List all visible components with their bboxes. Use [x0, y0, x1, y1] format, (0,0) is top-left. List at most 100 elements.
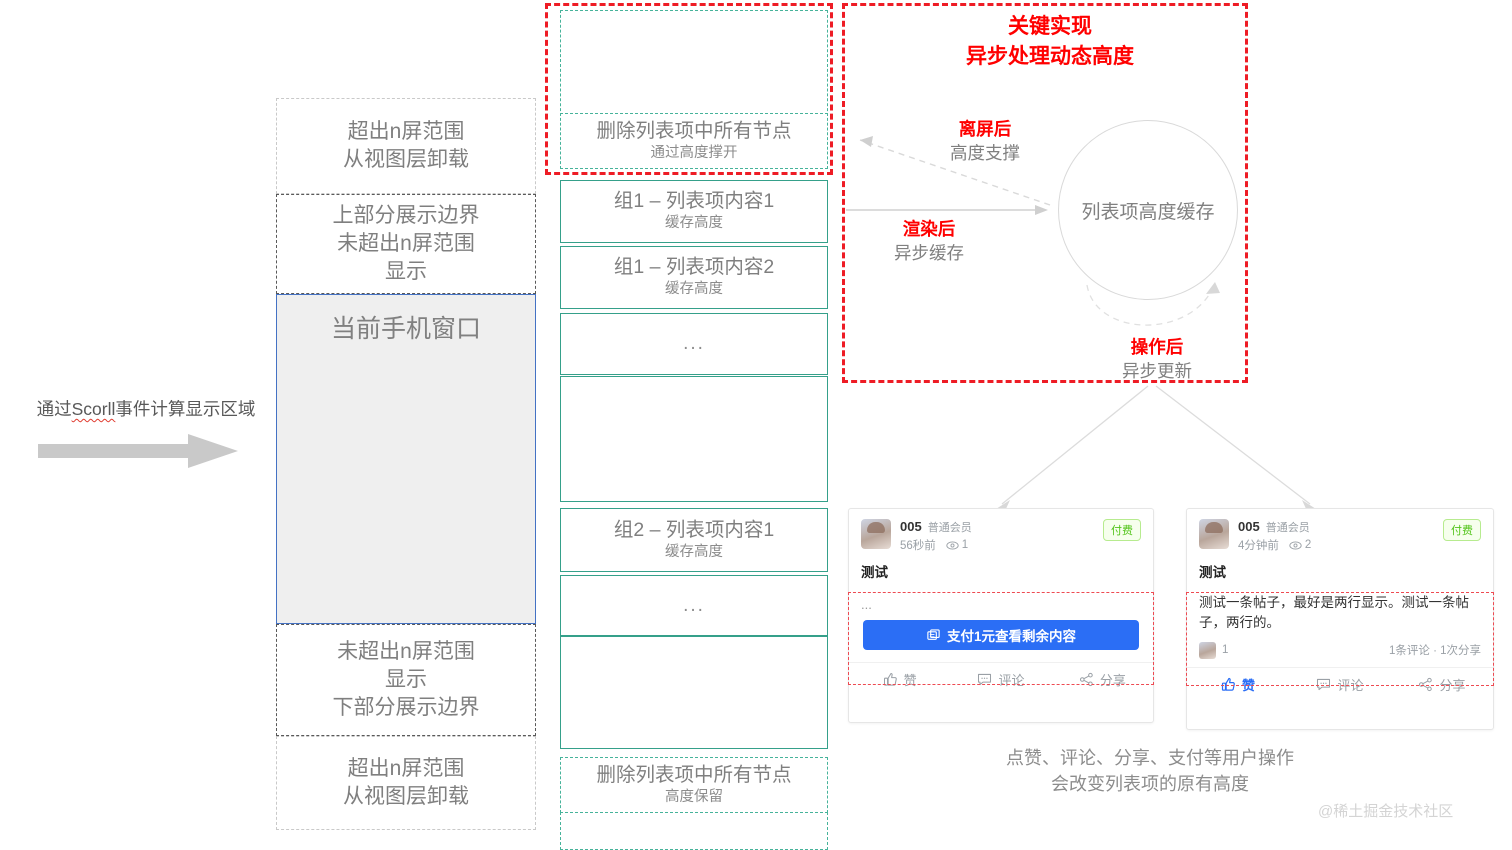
item-line-2: 通过高度撑开	[650, 144, 738, 161]
label-offscreen: 离屏后 高度支撑	[930, 118, 1040, 165]
item-line-2: 高度保留	[665, 788, 723, 805]
scroll-hint-prefix: 通过	[36, 399, 72, 419]
paid-badge: 付费	[1443, 519, 1481, 541]
pay-button-label: 支付1元查看剩余内容	[946, 629, 1076, 644]
card-action-bar: 赞 评论 分享	[1187, 666, 1493, 701]
share-icon	[1079, 672, 1093, 687]
comment-icon	[1317, 678, 1331, 690]
box-line-2: 显示	[385, 259, 427, 283]
paid-badge: 付费	[1103, 519, 1141, 541]
upper-boundary-label: 上部分展示边界	[332, 204, 480, 228]
list-item-placeholder-bottom	[560, 812, 828, 850]
list-item-group2-blank[interactable]	[560, 636, 828, 749]
card-header: 005 普通会员 4分钟前 2 付费	[1187, 509, 1493, 557]
bottom-caption-line-1: 点赞、评论、分享、支付等用户操作	[1006, 748, 1294, 768]
money-icon	[927, 628, 940, 640]
list-item-group1-ellipsis[interactable]: ...	[560, 313, 828, 375]
card-header: 005 普通会员 56秒前 1 付费	[849, 509, 1153, 557]
bottom-caption: 点赞、评论、分享、支付等用户操作 会改变列表项的原有高度	[940, 745, 1360, 797]
label-operate-red: 操作后	[1130, 337, 1184, 357]
item-ellipsis: ...	[683, 333, 705, 354]
username: 005	[1238, 519, 1260, 534]
username: 005	[900, 519, 922, 534]
liker-group: 1	[1199, 641, 1229, 659]
card-meta-row: 56秒前 1	[900, 537, 1103, 553]
item-line-1: 组1 – 列表项内容1	[613, 190, 775, 213]
label-after-operation: 操作后 异步更新	[1102, 336, 1212, 383]
card-user-row: 005 普通会员	[1238, 519, 1443, 535]
label-after-render: 渲染后 异步缓存	[874, 218, 984, 265]
item-line-1: 删除列表项中所有节点	[596, 763, 792, 786]
flow-arrows	[846, 136, 1220, 326]
scroll-hint-misspelled-word: Scorll	[71, 399, 116, 419]
item-line-2: 缓存高度	[665, 215, 723, 232]
post-time: 56秒前	[900, 540, 936, 552]
box-line-1: 未超出n屏范围	[337, 640, 475, 664]
view-count: 1	[961, 539, 969, 551]
list-item-placeholder-top	[560, 10, 828, 116]
scroll-hint-suffix: 事件计算显示区域	[115, 399, 256, 419]
box-line-1: 超出n屏范围	[347, 757, 465, 781]
highlight-box-card-right-content	[1186, 592, 1494, 686]
share-icon	[1419, 677, 1433, 691]
liker-avatar	[1199, 641, 1216, 659]
viewport-box-above-visible: 上部分展示边界 未超出n屏范围 显示	[276, 194, 536, 294]
label-offscreen-gray: 高度支撑	[950, 142, 1020, 163]
item-line-2: 缓存高度	[665, 543, 723, 560]
list-item-group1-content2[interactable]: 组1 – 列表项内容2 缓存高度	[560, 246, 828, 309]
card-header-text: 005 普通会员 56秒前 1	[900, 519, 1103, 553]
avatar	[1199, 519, 1229, 549]
card-title: 测试	[861, 565, 888, 580]
list-item-group1-content1[interactable]: 组1 – 列表项内容1 缓存高度	[560, 180, 828, 243]
viewport-diagram: 超出n屏范围 从视图层卸载 上部分展示边界 未超出n屏范围 显示 当前手机窗口 …	[276, 98, 536, 830]
eye-icon	[1289, 540, 1302, 550]
like-count: 1	[1222, 644, 1229, 656]
viewport-box-below-visible: 未超出n屏范围 显示 下部分展示边界	[276, 624, 536, 736]
height-cache-circle: 列表项高度缓存	[1058, 120, 1238, 300]
post-time: 4分钟前	[1238, 540, 1279, 552]
comment-icon	[978, 673, 992, 686]
item-ellipsis: ...	[683, 594, 705, 616]
box-line-2: 从视图层卸载	[343, 148, 469, 171]
list-item-deleted-retained: 删除列表项中所有节点 高度保留	[560, 757, 828, 813]
lower-boundary-label: 下部分展示边界	[332, 695, 480, 719]
pay-button[interactable]: 支付1元查看剩余内容	[863, 620, 1139, 650]
post-card-paid-locked[interactable]: 005 普通会员 56秒前 1 付费 测试 ...	[848, 508, 1154, 723]
viewport-box-below-unloaded: 超出n屏范围 从视图层卸载	[276, 736, 536, 830]
label-operate-gray: 异步更新	[1122, 360, 1192, 381]
list-item-group2-content1[interactable]: 组2 – 列表项内容1 缓存高度	[560, 508, 828, 572]
label-render-red: 渲染后	[902, 219, 956, 239]
card-meta-row: 4分钟前 2	[1238, 537, 1443, 553]
bottom-caption-line-2: 会改变列表项的原有高度	[1051, 774, 1249, 795]
window-label: 当前手机窗口	[330, 315, 481, 343]
key-implementation-title: 关键实现 异步处理动态高度	[900, 12, 1200, 73]
user-level: 普通会员	[927, 522, 972, 534]
watermark: @稀土掘金技术社区	[1318, 803, 1454, 820]
thumbs-up-icon	[1221, 677, 1235, 691]
eye-icon	[946, 540, 959, 550]
right-arrow-icon	[38, 434, 238, 468]
card-title: 测试	[1199, 565, 1226, 580]
item-line-1: 删除列表项中所有节点	[596, 119, 792, 142]
list-item-group2-ellipsis[interactable]: ...	[560, 575, 828, 636]
box-line-2: 显示	[385, 668, 427, 692]
avatar	[861, 519, 891, 549]
card-header-text: 005 普通会员 4分钟前 2	[1238, 519, 1443, 553]
box-line-1: 超出n屏范围	[347, 120, 465, 144]
current-phone-window: 当前手机窗口	[276, 294, 536, 624]
circle-label: 列表项高度缓存	[1081, 201, 1215, 223]
item-line-2: 缓存高度	[665, 281, 723, 298]
card-truncated-content: ...	[861, 597, 872, 612]
card-content: 测试一条帖子，最好是两行显示。测试一条帖子，两行的。	[1199, 595, 1469, 631]
item-line-1: 组2 – 列表项内容1	[613, 518, 775, 541]
view-count-group: 1	[946, 539, 968, 552]
card-meta-summary: 1 1条评论 · 1次分享	[1187, 638, 1493, 667]
view-count: 2	[1304, 539, 1312, 551]
list-item-group1-blank[interactable]	[560, 376, 828, 502]
list-item-deleted-stretched: 删除列表项中所有节点 通过高度撑开	[560, 113, 828, 169]
card-user-row: 005 普通会员	[900, 519, 1103, 535]
post-card-paid-unlocked[interactable]: 005 普通会员 4分钟前 2 付费 测试 测试一条帖子，最好是两行显示。	[1186, 508, 1494, 730]
viewport-box-above-unloaded: 超出n屏范围 从视图层卸载	[276, 98, 536, 194]
box-line-2: 从视图层卸载	[343, 785, 469, 808]
